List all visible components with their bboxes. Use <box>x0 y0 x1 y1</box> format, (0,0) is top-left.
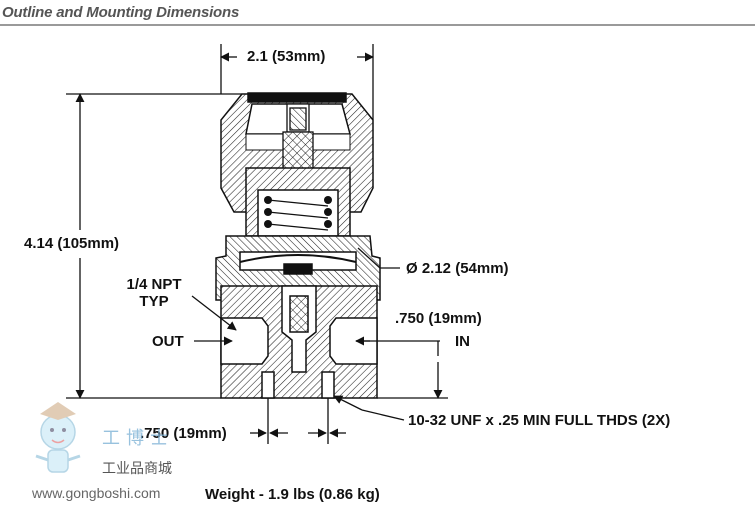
mount-thread-label: 10-32 UNF x .25 MIN FULL THDS (2X) <box>408 412 671 429</box>
watermark-tagline: 工业品商城 <box>102 461 172 477</box>
title-underline <box>0 24 755 26</box>
outlet-label: OUT <box>152 333 184 350</box>
spring <box>264 196 332 231</box>
watermark-mascot <box>35 402 81 473</box>
mount-spacing-label: .750 (19mm) <box>140 425 227 442</box>
height-dimension-label: 4.14 (105mm) <box>24 235 120 252</box>
body <box>220 285 378 399</box>
watermark-url: www.gongboshi.com <box>32 485 161 501</box>
weight-label: Weight - 1.9 lbs (0.86 kg) <box>205 486 380 503</box>
watermark-brand: 工博士 <box>102 428 174 449</box>
width-dimension-label: 2.1 (53mm) <box>247 48 326 65</box>
port-size-line2: TYP <box>139 293 169 310</box>
inlet-label: IN <box>455 333 470 350</box>
flange <box>215 235 381 301</box>
section-title: Outline and Mounting Dimensions <box>2 4 240 21</box>
port-height-label: .750 (19mm) <box>395 310 482 327</box>
port-size-line1: 1/4 NPT <box>126 276 182 293</box>
diameter-dimension-label: Ø 2.12 (54mm) <box>406 260 509 277</box>
dimension-lines <box>66 44 448 444</box>
port-size-label: 1/4 NPT TYP <box>118 276 190 310</box>
bonnet <box>245 167 351 237</box>
